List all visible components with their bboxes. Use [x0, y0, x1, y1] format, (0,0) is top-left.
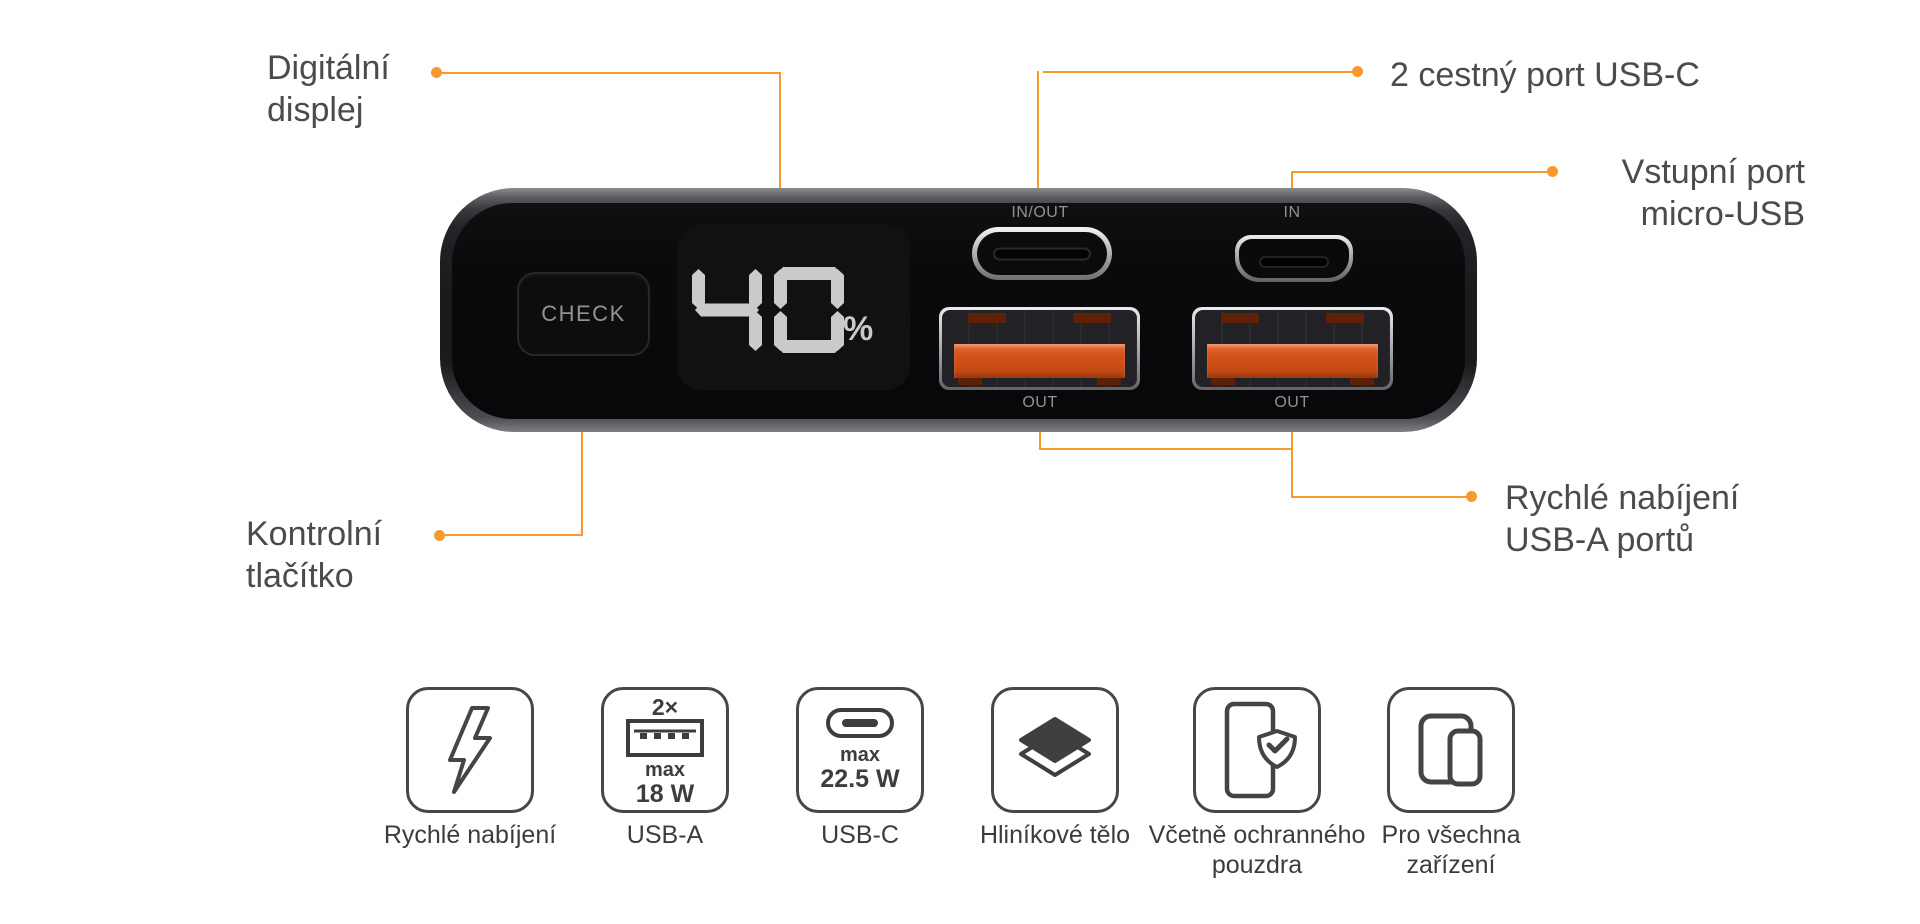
usb-contact	[1097, 377, 1121, 385]
label-line: Kontrolní	[246, 515, 383, 553]
connector-dot	[1466, 491, 1477, 502]
caption-line: USB-A	[626, 821, 704, 849]
connector-micro-line	[1291, 171, 1293, 193]
devices-icon	[1418, 713, 1483, 787]
feature-caption: Rychlé nabíjení	[355, 820, 585, 850]
feature-protective-case	[1193, 687, 1321, 813]
usb-c-port	[972, 227, 1112, 280]
connector-usba-line	[1039, 424, 1041, 450]
feature-caption: USB-C	[745, 820, 975, 850]
caption-line: USB-C	[821, 821, 899, 849]
usb-a-connector-icon	[626, 718, 704, 757]
usb-c-port-inner	[977, 232, 1107, 275]
usb-a-port-inner	[1195, 310, 1390, 387]
label-usb-c-2way: 2 cestný port USB-C	[1390, 56, 1700, 94]
connector-display-line	[440, 72, 781, 74]
usb-contact	[958, 377, 982, 385]
micro-usb-slot	[1261, 257, 1327, 266]
usb-a-out-label-2: OUT	[1274, 394, 1310, 411]
label-micro-usb: Vstupní port micro-USB	[1555, 151, 1805, 235]
connector-usba-line	[1039, 448, 1293, 450]
caption-line: tělo	[1089, 821, 1131, 849]
label-usb-a-fast-charging: Rychlé nabíjení USB-A portů	[1505, 477, 1739, 561]
connector-usbc-line	[1037, 71, 1039, 193]
feature-caption: Hliníkové tělo	[940, 820, 1170, 850]
feature-caption: USB-A	[550, 820, 780, 850]
connector-check-line	[445, 534, 583, 536]
phone-shield-icon	[1224, 701, 1297, 799]
usb-a-orange-tongue	[954, 344, 1125, 378]
usb-a-port-inner	[942, 310, 1137, 387]
feature-fast-charging	[406, 687, 534, 813]
usb-contact	[968, 313, 1006, 323]
caption-line: nabíjení	[467, 821, 557, 849]
label-digital-display: Digitální displej	[267, 47, 390, 131]
max-label: max	[839, 744, 881, 766]
caption-line: zařízení	[1406, 851, 1496, 879]
feature-aluminium-body	[991, 687, 1119, 813]
usb-a-port-1	[939, 307, 1140, 390]
label-line: Vstupní port	[1621, 153, 1805, 191]
connector-usba-line	[1291, 496, 1471, 498]
wattage: 18 W	[635, 779, 695, 808]
connector-usba-line	[1291, 424, 1293, 498]
micro-usb-port-label: IN	[1283, 204, 1301, 221]
feature-usb-c: max 22.5 W	[796, 687, 924, 813]
usb-a-count: 2×	[651, 693, 679, 720]
usb-contact	[1221, 313, 1259, 323]
usb-a-port-2	[1192, 307, 1393, 390]
connector-display-line	[779, 72, 781, 240]
label-line: Rychlé nabíjení	[1505, 479, 1740, 517]
micro-usb-port-inner	[1239, 239, 1349, 278]
battery-percentage-digits	[692, 267, 844, 353]
check-button: CHECK	[517, 272, 650, 356]
connector-check-line	[581, 358, 583, 536]
usb-a-orange-tongue	[1207, 344, 1378, 378]
connector-dot	[1352, 66, 1363, 77]
caption-line: Pro všechna	[1381, 821, 1521, 849]
feature-caption: Včetně ochranného pouzdra	[1142, 820, 1372, 880]
micro-usb-port	[1235, 235, 1353, 282]
label-line: Digitální	[267, 49, 390, 87]
lightning-icon	[448, 706, 492, 794]
usb-c-port-label: IN/OUT	[1011, 204, 1069, 221]
caption-line: Včetně ochranného	[1148, 821, 1366, 849]
percent-sign: %	[843, 310, 874, 348]
wattage: 22.5 W	[820, 765, 900, 793]
usb-c-connector-icon	[826, 708, 894, 738]
feature-all-devices	[1387, 687, 1515, 813]
label-line: displej	[267, 91, 364, 129]
caption-line: Rychlé	[383, 821, 461, 849]
connector-dot	[434, 530, 445, 541]
usb-contact	[1350, 377, 1374, 385]
label-check-button: Kontrolní tlačítko	[246, 513, 382, 597]
feature-caption: Pro všechna zařízení	[1336, 820, 1566, 880]
connector-dot	[1547, 166, 1558, 177]
usb-contact	[1211, 377, 1235, 385]
max-label: max	[644, 758, 686, 781]
usb-contact	[1326, 313, 1364, 323]
connector-dot	[431, 67, 442, 78]
layers-icon	[1019, 717, 1091, 777]
feature-usb-a: 2× max 18 W	[601, 687, 729, 813]
usb-c-slot	[995, 249, 1089, 258]
label-line: USB-A portů	[1505, 521, 1694, 559]
connector-usbc-line	[1043, 71, 1354, 73]
usb-a-out-label-1: OUT	[1022, 394, 1058, 411]
caption-line: pouzdra	[1211, 851, 1303, 879]
caption-line: Hliníkové	[979, 821, 1083, 849]
label-line: micro-USB	[1640, 195, 1805, 233]
connector-micro-line	[1291, 171, 1552, 173]
usb-contact	[1073, 313, 1111, 323]
label-line: tlačítko	[246, 557, 354, 595]
